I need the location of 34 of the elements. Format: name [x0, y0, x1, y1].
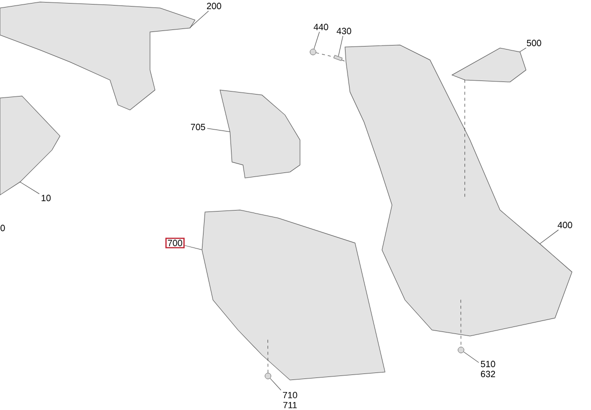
assembly-line [316, 52, 334, 58]
leader-line [190, 10, 209, 28]
leader-line [540, 230, 559, 244]
fastener-drawing [264, 372, 272, 380]
callout-number: 400 [558, 222, 572, 228]
fastener-drawing [310, 48, 316, 56]
callout-number: 10 [42, 194, 51, 202]
part-drawing [452, 48, 526, 82]
assembly-line [342, 60, 346, 62]
callout-number: 200 [206, 2, 222, 10]
callout-number: 430 [336, 28, 352, 34]
part-drawing [0, 2, 196, 110]
leader-line [314, 32, 320, 50]
part-drawing [202, 210, 386, 380]
leader-line [184, 245, 202, 250]
assembly-line [460, 300, 462, 348]
leader-line [520, 48, 526, 52]
callout-number: 440 [314, 24, 328, 30]
screw-drawing [334, 55, 342, 61]
leader-line [270, 378, 282, 390]
leader-line [463, 352, 480, 363]
callout-number: 700 [165, 238, 185, 248]
fastener-drawing [458, 346, 464, 354]
callout-number: 705 [190, 124, 206, 130]
leader-line [206, 128, 230, 132]
part-drawing [344, 44, 572, 336]
leader-line [20, 182, 40, 194]
callout-number: 710 711 [282, 392, 298, 408]
callout-number: 0 [0, 224, 5, 232]
part-drawing [220, 90, 300, 178]
part-drawing [0, 96, 60, 196]
leader-line [338, 36, 344, 57]
callout-number: 500 [526, 40, 542, 46]
callout-number: 510 632 [480, 360, 496, 378]
